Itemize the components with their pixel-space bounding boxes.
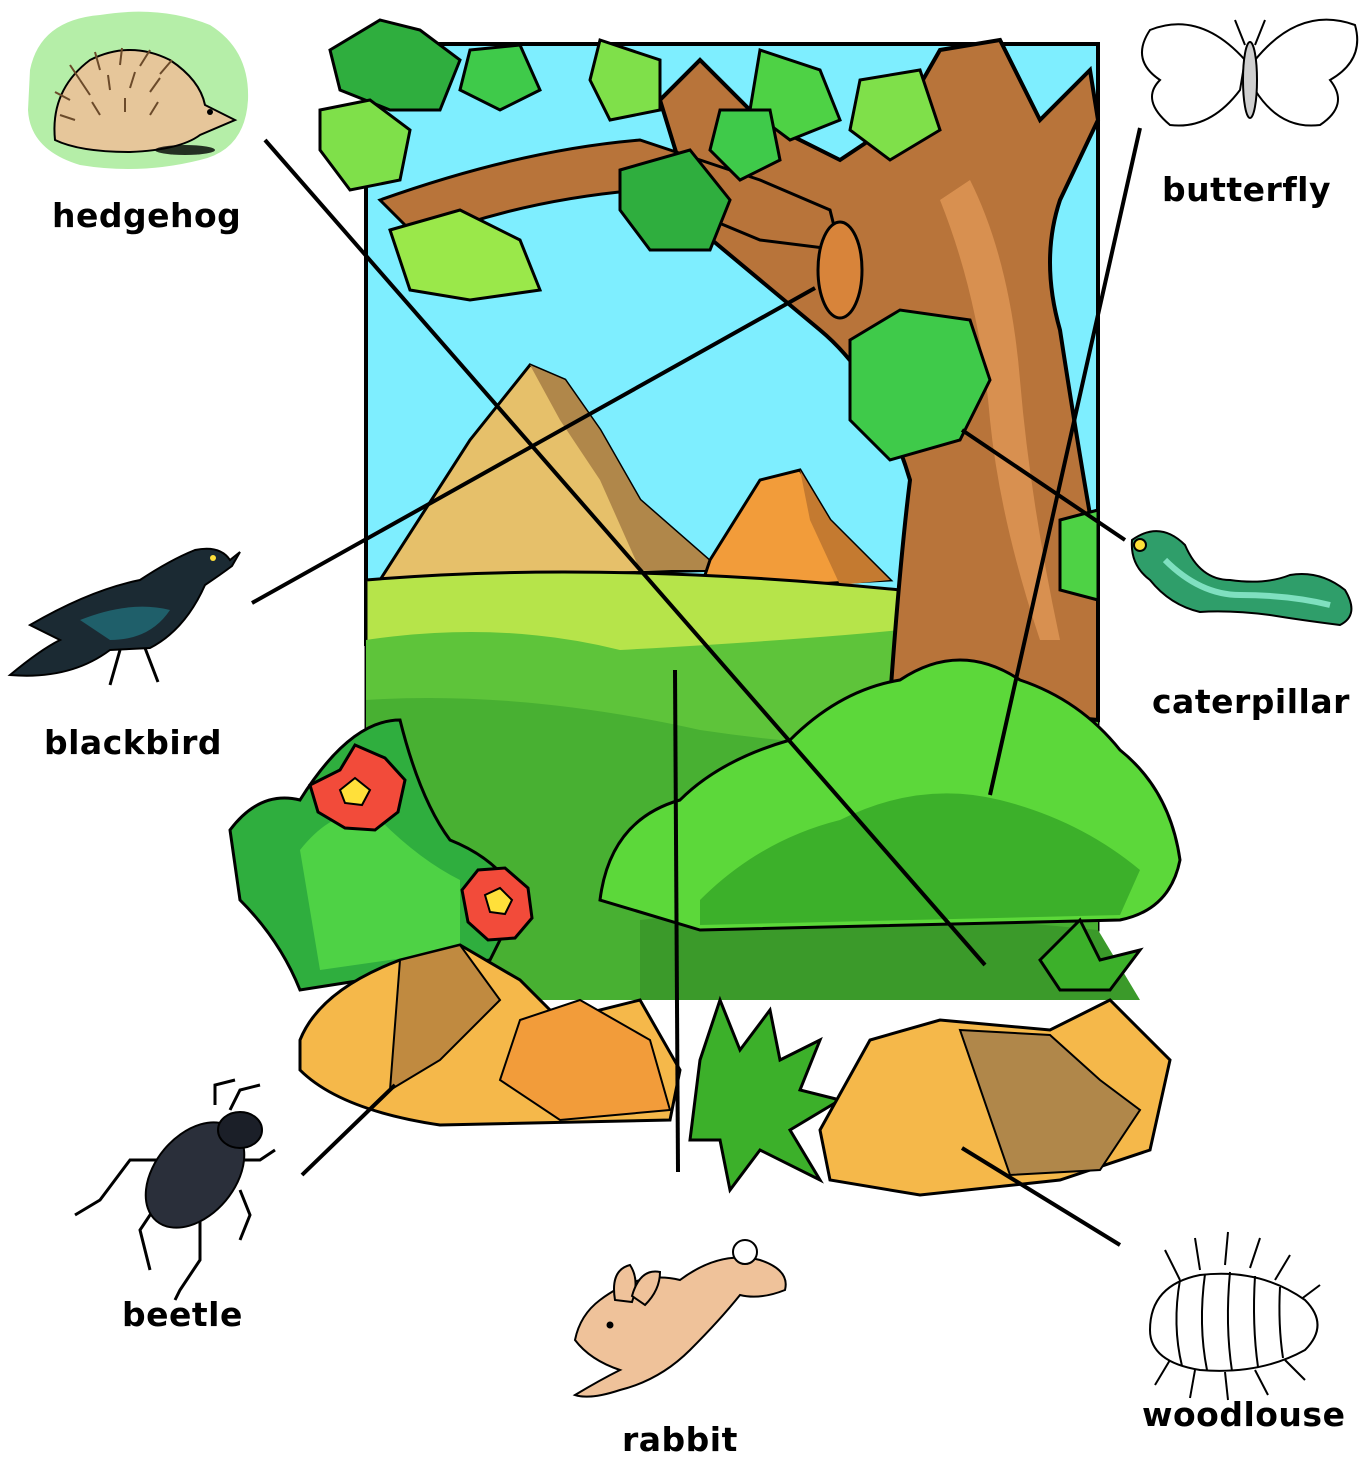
caterpillar-picture [1132,531,1352,625]
grass-tuft [690,1000,840,1190]
label-rabbit: rabbit [622,1420,738,1459]
blackbird-picture [10,549,240,685]
label-woodlouse: woodlouse [1142,1395,1345,1434]
label-butterfly: butterfly [1162,170,1331,209]
tree-hole [818,222,862,318]
woodlouse-picture [1150,1232,1320,1400]
beetle-picture [75,1080,275,1300]
hedgehog-picture [28,12,248,169]
label-hedgehog: hedgehog [52,196,241,235]
butterfly-picture [1142,20,1357,126]
rabbit-picture [575,1240,786,1397]
label-blackbird: blackbird [44,723,222,762]
label-beetle: beetle [122,1295,243,1334]
label-caterpillar: caterpillar [1152,682,1350,721]
